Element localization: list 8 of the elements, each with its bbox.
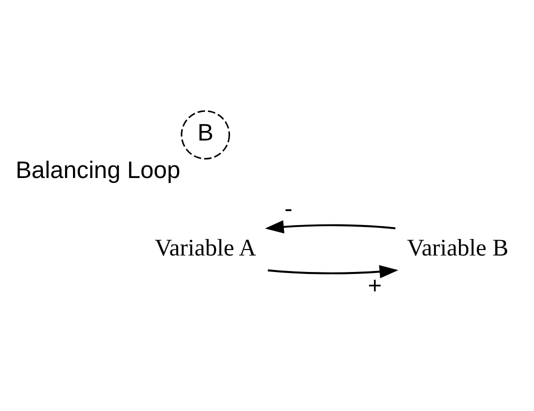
node-text: Variable B	[406, 234, 508, 261]
arrow	[264, 220, 396, 233]
node-text: Variable A	[154, 234, 256, 261]
arrow	[268, 264, 398, 278]
node-circle: B	[180, 110, 230, 159]
edge-label: -	[284, 195, 292, 222]
edge-label: +	[368, 272, 382, 299]
node-label: Balancing Loop	[16, 156, 180, 184]
